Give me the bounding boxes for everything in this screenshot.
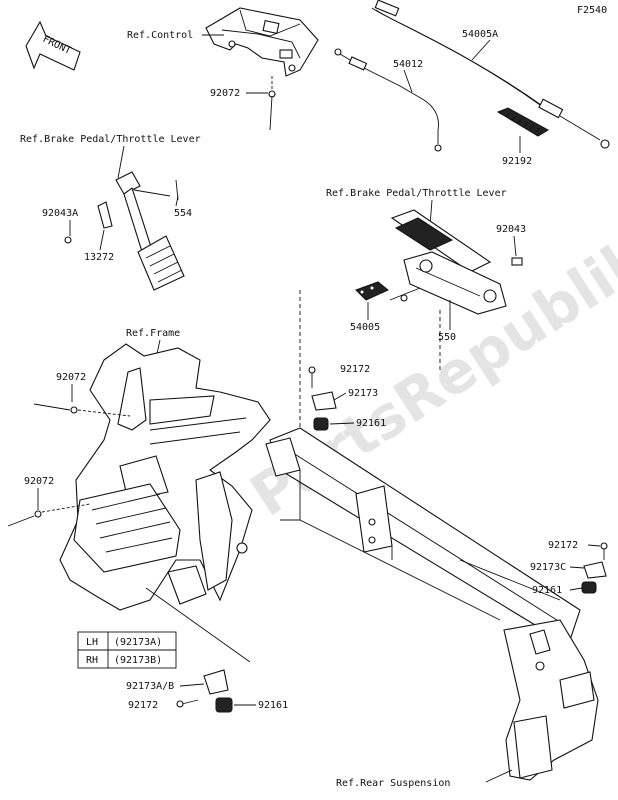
bolt-92072-top xyxy=(268,76,276,131)
cable-54012 xyxy=(334,48,442,152)
front-arrow: FRONT xyxy=(25,20,81,71)
ref-control: Ref.Control xyxy=(127,30,193,41)
label-54005a: 54005A xyxy=(462,29,498,40)
label-550: 550 xyxy=(438,332,456,343)
label-54012: 54012 xyxy=(393,59,423,70)
table-part-rh: (92173B) xyxy=(114,655,162,666)
spring-92192 xyxy=(496,107,550,137)
label-92192: 92192 xyxy=(502,156,532,167)
handbrake-lever-assembly xyxy=(389,209,523,315)
cross-beam xyxy=(265,427,581,641)
label-92161-right: 92161 xyxy=(532,585,562,596)
switch-54005 xyxy=(355,281,389,301)
label-92043a: 92043A xyxy=(42,208,78,219)
ref-brake-throttle-1: Ref.Brake Pedal/Throttle Lever xyxy=(20,134,201,145)
guide-lines xyxy=(299,290,561,621)
frame-assembly xyxy=(59,343,271,611)
ref-brake-throttle-2: Ref.Brake Pedal/Throttle Lever xyxy=(326,188,507,199)
brake-pedal-assembly xyxy=(64,171,185,291)
clamp-set-bottom xyxy=(145,587,251,713)
ref-rear-suspension: Ref.Rear Suspension xyxy=(336,778,450,789)
bolt-92072-mid xyxy=(33,403,131,417)
control-bracket xyxy=(205,7,319,77)
cable-54005a xyxy=(371,0,610,149)
table-part-lh: (92173A) xyxy=(114,637,162,648)
ref-frame: Ref.Frame xyxy=(126,328,180,339)
bolt-92072-low xyxy=(7,503,91,527)
label-92043: 92043 xyxy=(496,224,526,235)
label-92173c: 92173C xyxy=(530,562,566,573)
label-92172-right: 92172 xyxy=(548,540,578,551)
table-side-rh: RH xyxy=(86,655,98,666)
clamp-set-right xyxy=(581,542,608,594)
rear-bracket xyxy=(503,619,599,781)
label-92072-top: 92072 xyxy=(210,88,240,99)
label-13272: 13272 xyxy=(84,252,114,263)
table-side-lh: LH xyxy=(86,637,98,648)
label-92172-mid: 92172 xyxy=(340,364,370,375)
label-54005: 54005 xyxy=(350,322,380,333)
side-table: LH (92173A) RH (92173B) xyxy=(77,631,177,669)
label-92072-mid: 92072 xyxy=(56,372,86,383)
label-92072-low: 92072 xyxy=(24,476,54,487)
label-92172-low: 92172 xyxy=(128,700,158,711)
label-554: 554 xyxy=(174,208,192,219)
label-92161-mid: 92161 xyxy=(356,418,386,429)
clamp-set-mid xyxy=(308,366,337,431)
label-92161-low: 92161 xyxy=(258,700,288,711)
label-92173ab: 92173A/B xyxy=(126,681,174,692)
label-92173: 92173 xyxy=(348,388,378,399)
figure-code: F2540 xyxy=(577,5,607,16)
